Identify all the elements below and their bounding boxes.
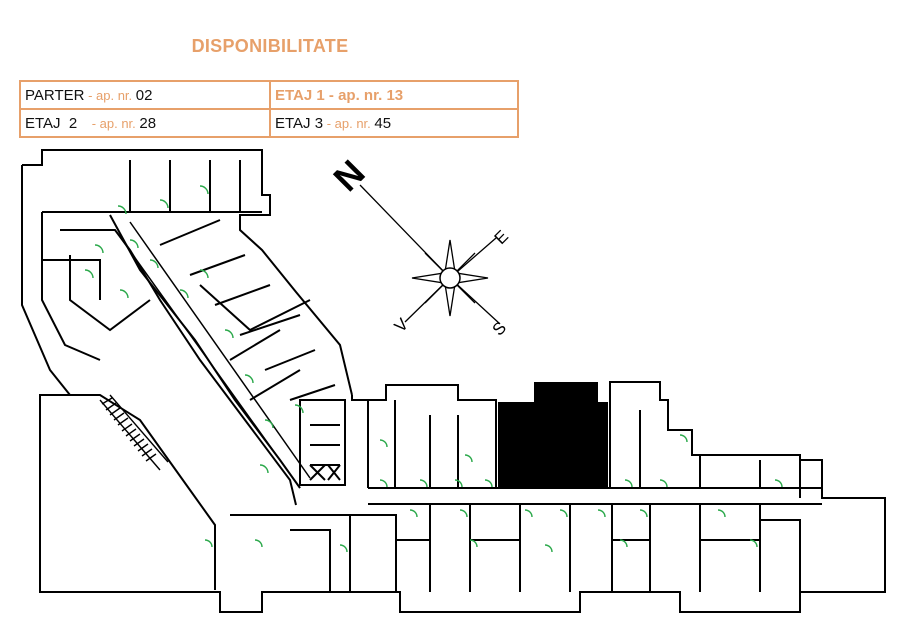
availability-cell-etaj-2[interactable]: ETAJ 2 - ap. nr. 28	[19, 108, 271, 138]
level-label: ETAJ 3	[275, 114, 324, 132]
compass-rose: N E S V	[325, 152, 512, 340]
level-label: PARTER	[25, 86, 85, 104]
apartment-prefix: - ap. nr.	[84, 87, 136, 103]
door-swings	[84, 185, 783, 553]
page-title: DISPONIBILITATE	[191, 36, 349, 56]
level-label: ETAJ 1	[275, 86, 325, 104]
apartment-number: 45	[374, 114, 392, 132]
compass-south-label: S	[489, 318, 510, 339]
apartment-number: 28	[139, 114, 157, 132]
availability-cell-parter[interactable]: PARTER - ap. nr. 02	[19, 80, 271, 110]
level-label: ETAJ 2	[25, 114, 78, 132]
floor-plan: N E S V	[21, 149, 886, 613]
availability-cell-etaj-1[interactable]: ETAJ 1 - ap. nr. 13	[269, 80, 519, 110]
availability-cell-etaj-3[interactable]: ETAJ 3 - ap. nr. 45	[269, 108, 519, 138]
apartment-prefix: - ap. nr.	[323, 115, 375, 131]
staircase	[99, 394, 169, 471]
apartment-number: 13	[386, 86, 404, 104]
table-row: ETAJ 2 - ap. nr. 28 ETAJ 3 - ap. nr. 45	[19, 108, 519, 138]
table-row: PARTER - ap. nr. 02 ETAJ 1 - ap. nr. 13	[19, 80, 519, 110]
availability-table: PARTER - ap. nr. 02 ETAJ 1 - ap. nr. 13 …	[19, 80, 519, 138]
compass-north-label: N	[325, 152, 372, 199]
apartment-number: 02	[135, 86, 153, 104]
apartment-prefix: - ap. nr.	[77, 115, 140, 131]
apartment-prefix: - ap. nr.	[324, 86, 387, 104]
compass-east-label: E	[491, 227, 512, 248]
highlighted-apartment	[498, 382, 608, 488]
corridor	[114, 221, 311, 489]
